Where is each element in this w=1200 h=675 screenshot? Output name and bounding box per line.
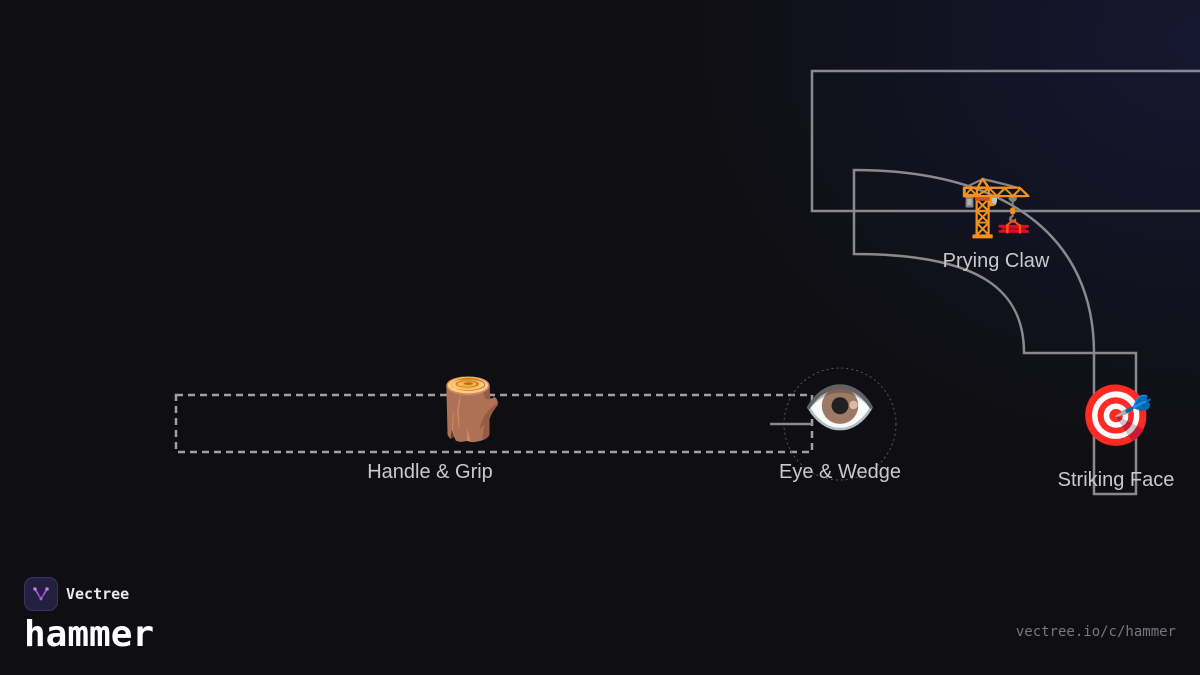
head-outline	[810, 69, 1200, 213]
wood-log-icon: 🪵	[432, 376, 508, 443]
node-eye: 👁️	[803, 372, 878, 444]
brand-name: Vectree	[66, 585, 130, 603]
target-icon: 🎯	[1078, 382, 1154, 449]
node-label-handle: Handle & Grip	[367, 461, 493, 483]
node-handle-label-wrap: Handle & Grip	[367, 460, 493, 484]
page-title: hammer	[24, 614, 155, 655]
node-claw: 🏗️	[959, 170, 1034, 242]
eye-icon: 👁️	[802, 374, 878, 441]
node-handle: 🪵	[433, 374, 508, 446]
source-url[interactable]: vectree.io/c/hammer	[1015, 624, 1176, 640]
vectree-logo-glyph	[33, 587, 49, 601]
node-claw-label-wrap: Prying Claw	[943, 249, 1050, 273]
crane-icon: 🏗️	[958, 172, 1034, 239]
claw-outline	[852, 168, 1138, 496]
brand-block: Vectree hammer	[24, 577, 154, 655]
node-label-eye: Eye & Wedge	[779, 461, 901, 483]
vectree-logo-icon	[24, 577, 58, 611]
node-eye-label-wrap: Eye & Wedge	[779, 460, 901, 484]
node-face: 🎯	[1079, 380, 1154, 452]
node-label-claw: Prying Claw	[942, 250, 1050, 272]
brand-row: Vectree	[24, 577, 154, 611]
node-face-label-wrap: Striking Face	[1058, 468, 1175, 492]
node-label-face: Striking Face	[1057, 469, 1175, 491]
